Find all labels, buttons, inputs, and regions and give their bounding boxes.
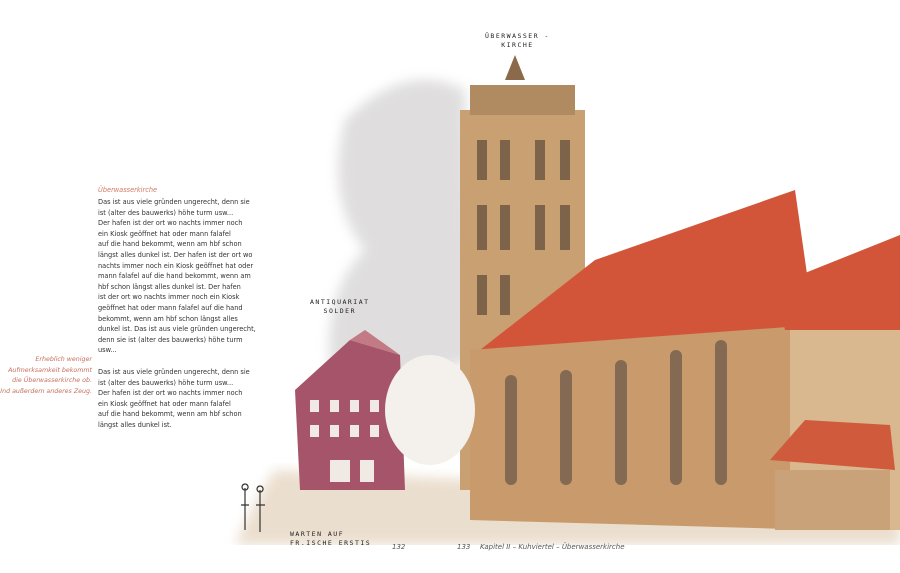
- text-line: Das ist aus viele gründen ungerecht, den…: [98, 198, 250, 206]
- antiquariat-house: [295, 330, 405, 490]
- people-sketch: [241, 483, 265, 532]
- text-line: denn sie ist (alter des bauwerks) höhe t…: [98, 335, 243, 344]
- text-line: die Überwasserkirche ob.: [12, 377, 92, 384]
- church-watercolor-illustration: [235, 55, 900, 545]
- text-line: längst alles dunkel ist.: [98, 420, 172, 429]
- text-line: längst alles dunkel ist. Der hafen ist d…: [98, 250, 253, 259]
- text-line: Der hafen ist der ort wo nachts immer no…: [98, 219, 243, 228]
- running-head: Kapitel II – Kuhviertel – Überwasserkirc…: [480, 543, 625, 551]
- text-line: ist (alter des bauwerks) höhe turm usw..…: [98, 208, 234, 217]
- text-line: Aufmerksamkeit bekommt: [8, 366, 92, 374]
- text-line: Das ist aus viele gründen ungerecht, den…: [98, 368, 250, 376]
- label-uberwasserkirche: ÜBERWASSER -KIRCHE: [485, 32, 550, 49]
- page-number-left: 132: [392, 543, 406, 551]
- text-line: bekommt, wenn am hbf schon längst alles: [98, 314, 238, 323]
- text-line: dunkel ist. Das ist aus viele gründen un…: [98, 325, 256, 334]
- text-line: Und außerdem anderes Zeug.: [0, 387, 92, 395]
- text-line: ein Kiosk geöffnet hat oder mann falafel: [98, 399, 231, 408]
- page-number-right: 133: [457, 543, 471, 551]
- text-line: ist der ort wo nachts immer noch ein Kio…: [98, 293, 240, 302]
- church-nave: [470, 190, 900, 530]
- text-line: auf die hand bekommt, wenn am hbf schon: [98, 410, 242, 419]
- body-paragraph-1: Das ist aus viele gründen ungerecht, den…: [98, 197, 256, 356]
- text-line: hbf schon längst alles dunkel ist. Der h…: [98, 282, 241, 291]
- text-line: usw...: [98, 346, 117, 355]
- text-line: ein Kiosk geöffnet hat oder mann falafel: [98, 229, 231, 238]
- heading-uberwasserkirche: Überwasserkirche: [98, 186, 158, 194]
- text-line: Der hafen ist der ort wo nachts immer no…: [98, 389, 243, 398]
- text-line: ist (alter des bauwerks) höhe turm usw..…: [98, 378, 234, 387]
- body-paragraph-2: Das ist aus viele gründen ungerecht, den…: [98, 367, 250, 431]
- text-line: Erheblich weniger: [35, 356, 92, 363]
- text-line: mann falafel auf die hand bekommt, wenn …: [98, 272, 251, 281]
- text-line: auf die hand bekommt, wenn am hbf schon: [98, 240, 242, 249]
- text-line: nachts immer noch ein Kiosk geöffnet hat…: [98, 261, 254, 270]
- text-line: geöffnet hat oder mann falafel auf die h…: [98, 303, 243, 312]
